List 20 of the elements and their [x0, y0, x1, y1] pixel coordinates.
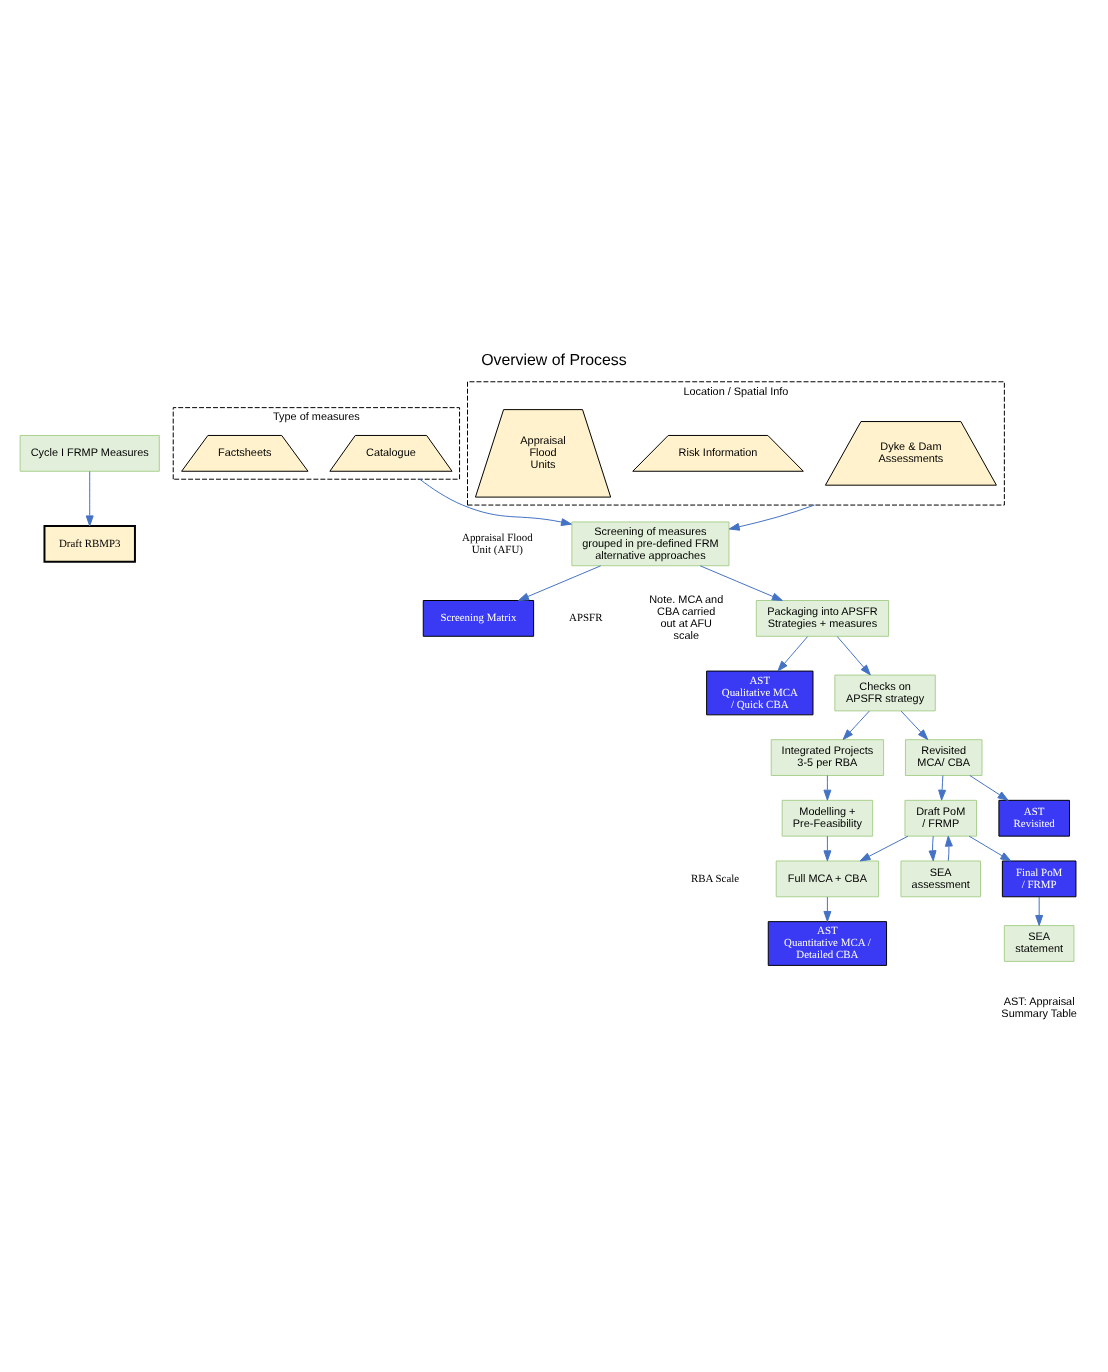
- arrow: [518, 564, 602, 600]
- arrow: [842, 709, 870, 739]
- arrow: [944, 834, 953, 861]
- arrow: [85, 469, 94, 526]
- arrow: [836, 635, 871, 675]
- arrow: [823, 834, 832, 861]
- arrow: [928, 834, 937, 861]
- arrow: [823, 774, 832, 800]
- arrow: [968, 834, 1012, 861]
- diagram-title: Overview of Process: [481, 349, 627, 368]
- arrow: [823, 895, 832, 921]
- arrow: [859, 834, 909, 861]
- arrow: [1035, 895, 1044, 925]
- arrow: [900, 709, 929, 739]
- arrow: [419, 477, 572, 525]
- arrow: [969, 774, 1009, 800]
- arrow: [777, 635, 809, 671]
- arrow: [938, 774, 947, 800]
- arrow: [728, 503, 815, 530]
- arrow: [699, 564, 783, 600]
